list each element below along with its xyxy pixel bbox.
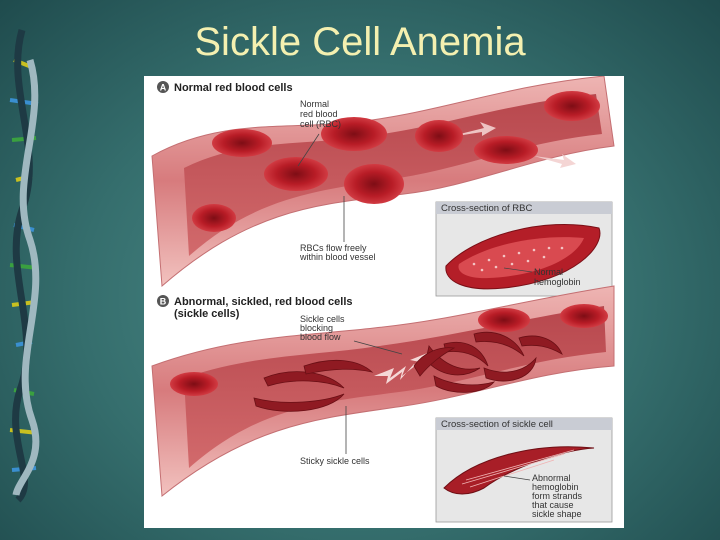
rbc: [321, 117, 387, 151]
rbc: [478, 308, 530, 332]
callout-normal-rbc: Normal red blood cell (RBC): [300, 99, 341, 129]
panel-a-flow-arrow: [444, 122, 496, 138]
callout-sticky-sickle: Sticky sickle cells: [300, 456, 370, 466]
inset-sickle-cross-section: Cross-section of sickle cell Abnormal he…: [435, 417, 613, 523]
panel-a-flow-arrow: [534, 154, 576, 168]
inset-rbc-label: Normal hemoglobin: [534, 267, 581, 287]
panel-a: A Normal red blood cells No: [151, 76, 615, 297]
inset-rbc-cross-section: Cross-section of RBC Normal hemoglobin: [435, 201, 613, 297]
dna-strand-front: [12, 58, 40, 496]
sickle-cell: [518, 335, 563, 355]
callout-line: [297, 133, 320, 167]
sickle-cell: [443, 341, 489, 367]
rbc: [212, 129, 272, 157]
sickle-cell: [253, 393, 345, 412]
panel-b-flow-arrow: [374, 352, 430, 384]
inset-rbc-title: Cross-section of RBC: [441, 203, 532, 214]
sickle-cells: [253, 331, 563, 412]
callout-sickle-blocking: Sickle cells blocking blood flow: [300, 314, 347, 342]
inset-sickle-label: Abnormal hemoglobin form strands that ca…: [532, 473, 585, 519]
panel-b-letter-badge: [157, 295, 169, 307]
rbc: [192, 204, 236, 232]
callout-line: [353, 340, 403, 355]
rbc-cross-section-interior: [458, 237, 584, 279]
sickle-cell: [433, 375, 496, 393]
sickle-cell: [303, 360, 374, 375]
sickle-cell: [483, 356, 537, 382]
normal-rbcs: [192, 91, 600, 232]
panel-b-normal-rbcs: [170, 304, 608, 396]
sickle-cell: [473, 331, 525, 357]
hemoglobin-dots: [472, 246, 564, 272]
rbc: [264, 157, 328, 191]
rbc: [415, 120, 463, 152]
dna-helix-decoration: [9, 29, 40, 503]
rbc: [544, 91, 600, 121]
panel-b: B Abnormal, sickled, red blood cells (si…: [151, 285, 615, 523]
sickle-cell: [425, 345, 481, 376]
inset-sickle-title: Cross-section of sickle cell: [441, 419, 553, 430]
panel-a-letter: A: [160, 83, 167, 93]
panel-a-letter-badge: [157, 81, 169, 93]
rbc: [170, 372, 218, 396]
panel-a-title: Normal red blood cells: [174, 82, 293, 94]
sickle-cell-figure: A Normal red blood cells No: [144, 76, 624, 528]
hemoglobin-strands: [461, 449, 575, 488]
callout-line: [503, 267, 533, 273]
callout-flow-freely: RBCs flow freely within blood vessel: [299, 243, 376, 262]
rbc: [560, 304, 608, 328]
panel-b-title: Abnormal, sickled, red blood cells (sick…: [174, 296, 356, 320]
sickle-cell: [263, 371, 345, 389]
rbc: [344, 164, 404, 204]
callout-line: [503, 475, 531, 481]
dna-strand-back: [12, 29, 33, 503]
slide-title: Sickle Cell Anemia: [194, 20, 526, 64]
sickle-cell: [413, 347, 456, 377]
panel-b-vessel-lumen: [184, 306, 606, 468]
panel-b-letter: B: [160, 297, 167, 307]
rbc: [474, 136, 538, 164]
